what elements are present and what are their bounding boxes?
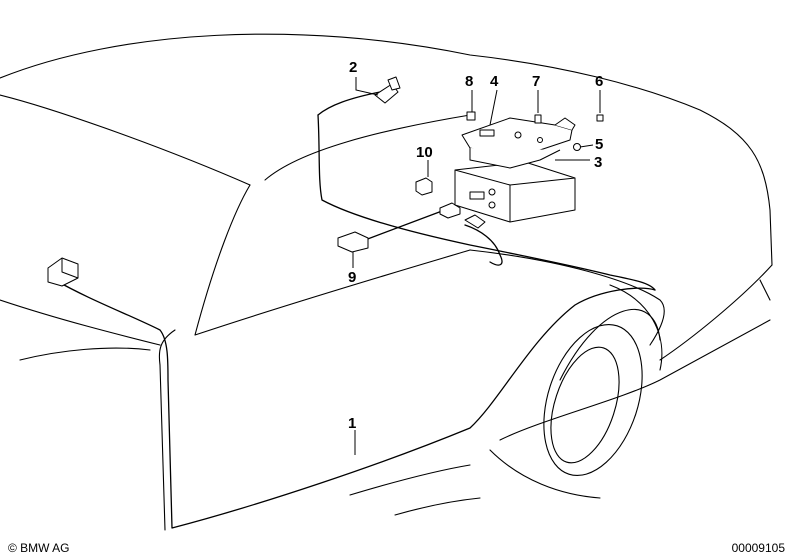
- callout-8: 8: [465, 73, 473, 90]
- antenna-connector-2: [374, 76, 401, 104]
- callout-1: 1: [348, 415, 356, 432]
- callout-6: 6: [595, 73, 603, 90]
- small-plug: [439, 202, 461, 219]
- callout-4: 4: [490, 73, 499, 90]
- plug-connector-9: [337, 231, 369, 253]
- screws: [466, 111, 604, 151]
- harness-end-connector: [47, 257, 79, 287]
- clip-10: [415, 177, 433, 196]
- callout-9: 9: [348, 269, 356, 286]
- diagram-id-label: 00009105: [731, 541, 785, 555]
- copyright-label: © BMW AG: [8, 541, 70, 555]
- callout-2: 2: [349, 59, 357, 76]
- car-body-outline: [0, 33, 773, 531]
- callout-3: 3: [594, 154, 602, 171]
- cable-harness: [54, 91, 656, 529]
- radio-unit: [454, 161, 576, 229]
- mounting-bracket: [461, 117, 576, 169]
- callout-7: 7: [532, 73, 540, 90]
- leader-lines: [352, 77, 601, 455]
- callout-5: 5: [595, 136, 603, 153]
- callout-10: 10: [416, 144, 433, 161]
